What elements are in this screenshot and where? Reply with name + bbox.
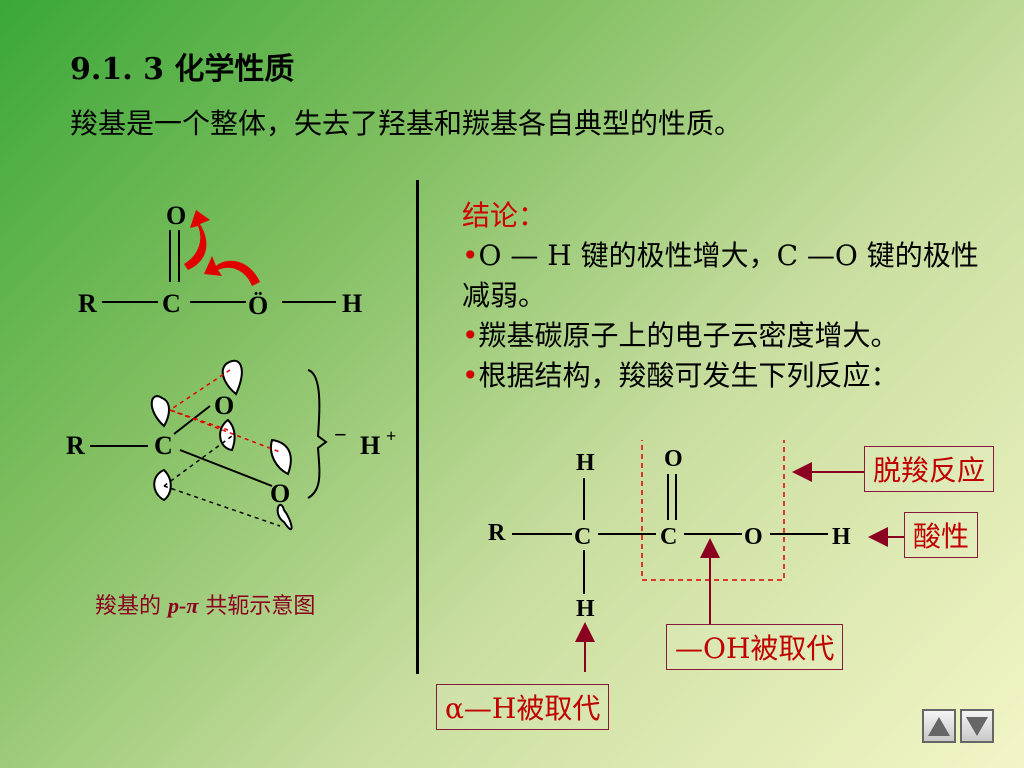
- carboxyl-structure-diagram: O R C Ö H: [78, 201, 362, 320]
- triangle-up-icon: [928, 717, 950, 736]
- slide-title: 9.1. 3 化学性质: [70, 52, 295, 87]
- reaction-structure-diagram: H O R C C O H H: [488, 440, 851, 622]
- label-acidity: 酸性: [904, 512, 979, 558]
- rx-h-right: H: [832, 524, 851, 550]
- orbital-atom-r: R: [66, 431, 85, 460]
- label-alpha-h-substitution: α—H被取代: [436, 684, 610, 730]
- orbital-h-plus: H: [360, 431, 380, 460]
- nav-next-button[interactable]: [960, 709, 994, 743]
- label-decarboxylation: 脱羧反应: [864, 446, 995, 492]
- rx-r: R: [488, 520, 506, 546]
- conclusion-item: •羰基碳原子上的电子云密度增大。: [462, 319, 899, 352]
- rx-c2: C: [660, 524, 677, 550]
- carboxyl-highlight-box: [641, 440, 785, 581]
- conclusion-item: •根据结构，羧酸可发生下列反应：: [462, 359, 899, 392]
- conclusion-block: 结论： •O — H 键的极性增大，C —O 键的极性减弱。 •羰基碳原子上的电…: [462, 196, 982, 396]
- atom-h: H: [342, 289, 362, 318]
- conclusion-item: •O — H 键的极性增大，C —O 键的极性减弱。: [462, 239, 979, 312]
- slide-subtitle: 羧基是一个整体，失去了羟基和羰基各自典型的性质。: [70, 107, 743, 140]
- atom-r: R: [78, 289, 97, 318]
- rx-c1: C: [574, 524, 591, 550]
- p-pi-orbital-diagram: R C O O − H +: [66, 359, 396, 531]
- label-oh-substitution: —OH被取代: [666, 624, 844, 670]
- atom-c: C: [162, 289, 181, 318]
- rx-o: O: [744, 524, 763, 550]
- nav-prev-button[interactable]: [922, 709, 956, 743]
- curved-arrow-icon: [204, 256, 260, 286]
- orbital-caption: 羧基的 p-π 共轭示意图: [95, 593, 316, 619]
- atom-o-mid: Ö: [248, 291, 268, 320]
- curved-arrow-icon: [184, 210, 210, 270]
- rx-h-bottom: H: [576, 596, 595, 622]
- rx-h-top: H: [576, 450, 595, 476]
- triangle-down-icon: [966, 717, 988, 736]
- atom-o-top: O: [166, 201, 186, 230]
- rx-o-top: O: [664, 446, 683, 472]
- orbital-atom-o-lower: O: [270, 479, 290, 508]
- orbital-atom-c: C: [154, 431, 173, 460]
- conclusion-heading: 结论：: [462, 199, 547, 232]
- divider-line: [416, 180, 419, 674]
- orbital-atom-o-upper: O: [214, 391, 234, 420]
- orbital-minus: −: [334, 422, 347, 447]
- svg-text:+: +: [386, 426, 396, 446]
